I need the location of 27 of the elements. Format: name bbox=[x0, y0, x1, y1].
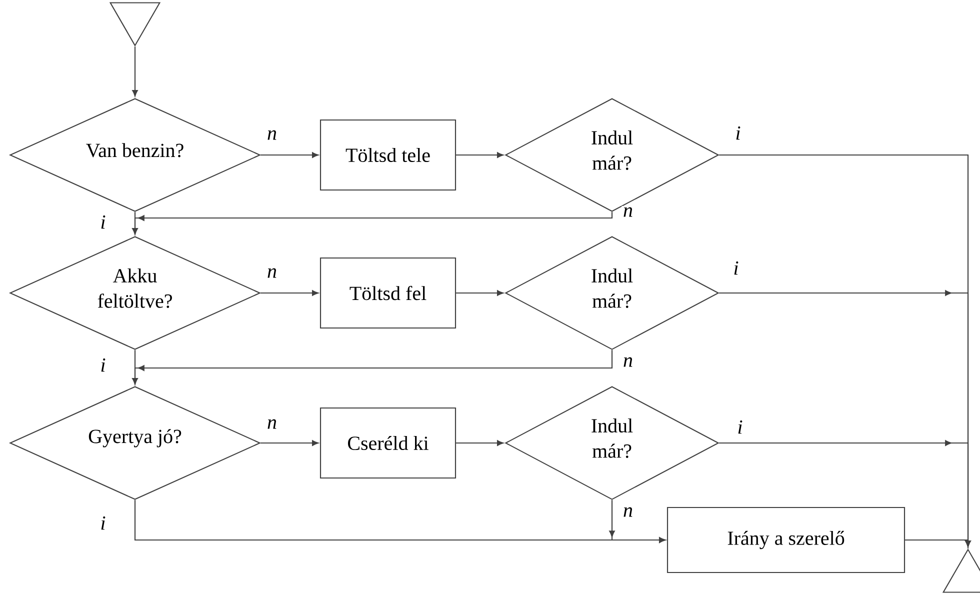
process-box: Irány a szerelő bbox=[666, 506, 906, 574]
arrow bbox=[134, 500, 666, 543]
edge-label: i bbox=[732, 260, 740, 276]
edge-label: i bbox=[736, 419, 744, 435]
edge-label: n bbox=[266, 418, 278, 430]
edge-label: i bbox=[98, 515, 108, 531]
arrow bbox=[132, 212, 138, 235]
edge-label: n bbox=[622, 506, 634, 518]
process-box: Töltsd fel bbox=[320, 257, 456, 329]
edge-label: i bbox=[98, 214, 108, 230]
process-box: Töltsd tele bbox=[320, 119, 456, 191]
arrow bbox=[260, 152, 319, 158]
edge-label: n bbox=[622, 206, 634, 218]
arrow bbox=[260, 440, 319, 446]
edge-label: n bbox=[266, 266, 278, 280]
arrow bbox=[456, 440, 504, 446]
edge-label: n bbox=[622, 356, 634, 368]
arrow bbox=[456, 152, 504, 158]
process-box: Cseréld ki bbox=[320, 407, 456, 479]
edge-label: i bbox=[98, 357, 108, 373]
arrow bbox=[132, 350, 138, 385]
arrow bbox=[260, 290, 319, 296]
arrow bbox=[132, 46, 138, 97]
arrow bbox=[456, 290, 504, 296]
edge-label: i bbox=[734, 125, 742, 141]
arrow bbox=[719, 440, 971, 547]
edge-label: n bbox=[266, 128, 278, 142]
